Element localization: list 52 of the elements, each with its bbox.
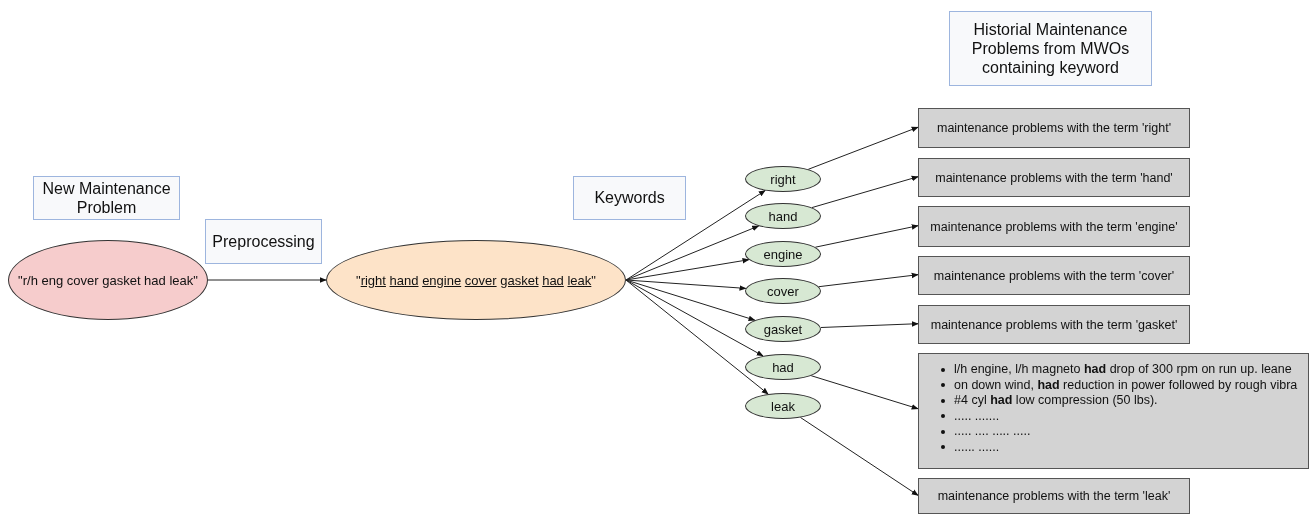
keyword-ellipse [745,203,821,229]
keyword-ellipse [745,166,821,192]
arrow [810,375,919,410]
list-item: ..... ....... [954,408,1000,424]
heading-box [33,176,180,220]
node-text: engine [763,246,803,262]
keyword-ellipse [745,241,821,267]
node-text: maintenance problems with the term 'engine' [930,219,1178,234]
list-item: ...... ...... [954,439,1000,455]
list-item: #4 cyl had low compression (50 lbs). [954,393,1158,409]
arrow [814,224,919,248]
arrow [811,175,919,209]
list-item: on down wind, had reduction in power followed by rough vibra [954,377,1298,393]
result-box [918,108,1190,148]
arrow [625,279,756,321]
heading-box [573,176,686,220]
result-box [918,478,1190,514]
arrow [625,279,769,395]
node-text: "right hand engine cover gasket had leak" [356,272,596,288]
node-text: Preprocessing [212,231,315,252]
arrow [818,272,919,288]
result-box [918,158,1190,197]
node-text: maintenance problems with the term 'cover' [933,268,1175,283]
arrow [820,321,919,328]
node-text: maintenance problems with the term 'right' [936,121,1171,135]
result-box [918,256,1190,295]
arrow [625,225,760,281]
node-text: Keywords [594,188,665,208]
heading-box [949,11,1152,86]
arrow [207,277,327,283]
arrow [625,190,766,281]
node-text: leak [771,398,795,414]
result-box [918,305,1190,344]
node-text: had [772,359,794,375]
node-text: maintenance problems with the term 'hand' [935,170,1173,185]
node-text: gasket [763,321,803,337]
node-text: hand [768,208,798,224]
keyword-ellipse [745,354,821,380]
node-text: maintenance problems with the term 'gasket' [930,317,1178,332]
node-text: maintenance problems with the term 'leak' [937,489,1171,503]
keyword-ellipse [745,316,821,342]
node-text: Historial Maintenance Problems from MWOs containing keyword [970,19,1131,78]
list-item: ..... .... ..... ..... [954,424,1031,440]
node-text: "r/h eng cover gasket had leak" [18,272,198,288]
arrow [807,126,919,170]
node-text: New Maintenance Problem [41,178,172,218]
result-list-box [918,353,1309,469]
node-text: right [770,171,796,187]
node-text: cover [767,283,799,299]
result-box [918,206,1190,247]
list-item: l/h engine, l/h magneto had drop of 300 rpm on run up. leane [954,362,1292,378]
heading-box [205,219,322,264]
